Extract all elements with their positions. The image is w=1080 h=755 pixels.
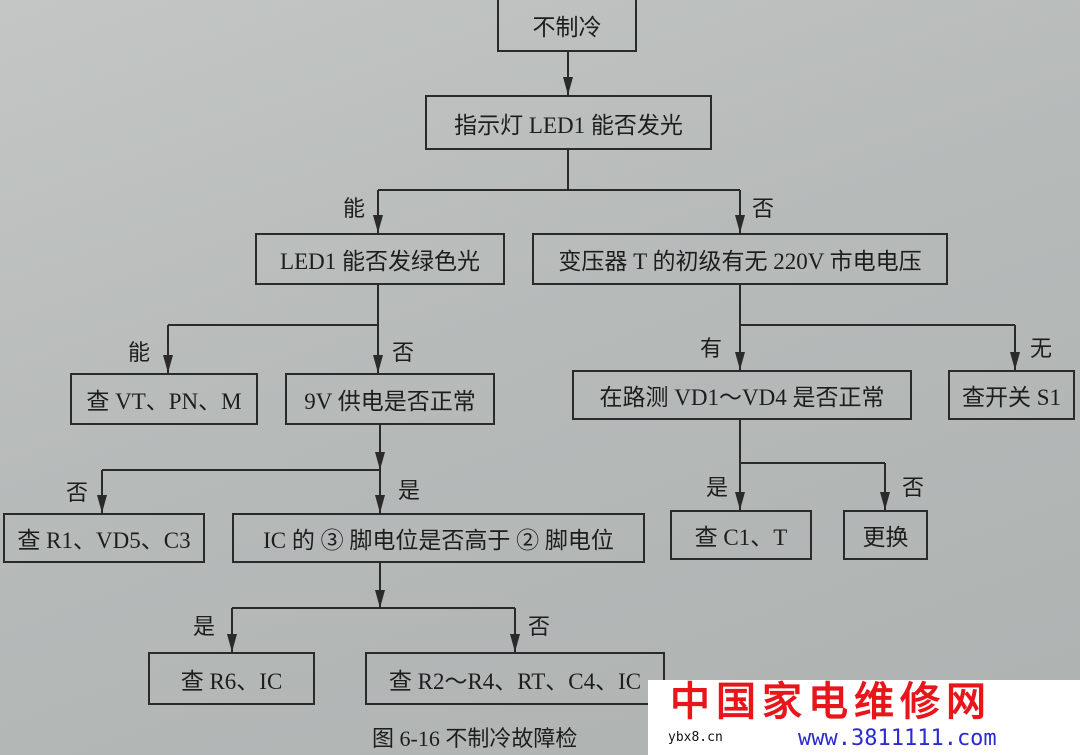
edge-label: 是: [193, 614, 216, 639]
edge-label: 是: [706, 475, 729, 500]
node-start: 不制冷: [497, 0, 637, 52]
node-check-r1: 查 R1、VD5、C3: [3, 513, 205, 563]
edge-label: 否: [752, 196, 775, 221]
node-ic-pin: IC 的 ③ 脚电位是否高于 ② 脚电位: [232, 513, 645, 563]
edge-label: 能: [343, 196, 366, 221]
node-check-s1: 查开关 S1: [948, 370, 1075, 420]
watermark: 中国家电维修网 ybx8.cn www.3811111.com: [648, 680, 1080, 755]
edge-label: 否: [902, 475, 925, 500]
node-led1-on: 指示灯 LED1 能否发光: [425, 95, 712, 150]
node-vd-test: 在路测 VD1～VD4 是否正常: [572, 370, 912, 420]
edge-label: 有: [700, 336, 723, 361]
watermark-url: www.3811111.com: [798, 726, 997, 751]
node-check-vt: 查 VT、PN、M: [70, 373, 258, 425]
node-check-c1: 查 C1、T: [670, 510, 812, 560]
edge-label: 能: [128, 340, 151, 365]
edge-label: 否: [528, 614, 551, 639]
watermark-name: 中国家电维修网: [670, 679, 992, 725]
edge-label: 无: [1030, 336, 1053, 361]
edge-label: 否: [392, 340, 415, 365]
node-supply-9v: 9V 供电是否正常: [285, 373, 495, 425]
watermark-site: ybx8.cn: [668, 730, 723, 745]
edge-label: 是: [398, 478, 421, 503]
node-transformer: 变压器 T 的初级有无 220V 市电电压: [532, 233, 948, 285]
node-led1-green: LED1 能否发绿色光: [255, 233, 505, 285]
node-check-r2: 查 R2～R4、RT、C4、IC: [365, 652, 665, 705]
edge-label: 否: [66, 480, 89, 505]
figure-caption: 图 6-16 不制冷故障检: [372, 726, 578, 751]
node-replace: 更换: [843, 510, 928, 560]
node-check-r6: 查 R6、IC: [148, 652, 315, 705]
